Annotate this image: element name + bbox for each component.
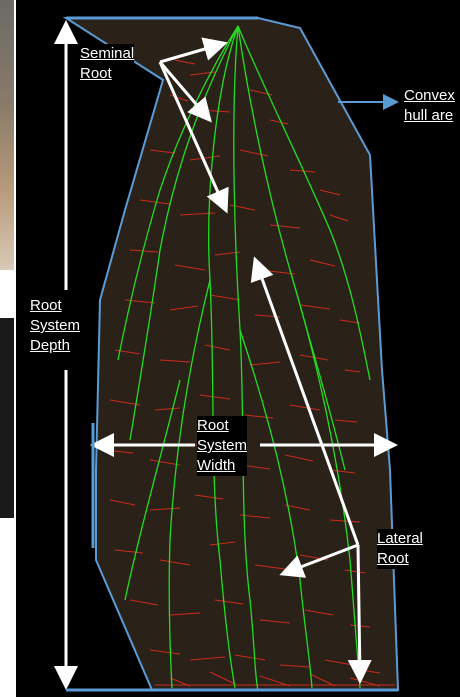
lateral-root-label: Lateral Root xyxy=(377,529,423,569)
convex-hull-polygon xyxy=(66,18,398,690)
root-system-depth-label: Root System Depth xyxy=(30,296,80,356)
convex-hull-label: Convex hull are xyxy=(404,86,455,126)
root-system-width-label: Root System Width xyxy=(197,416,247,476)
seminal-root-label: Seminal Root xyxy=(80,44,134,84)
